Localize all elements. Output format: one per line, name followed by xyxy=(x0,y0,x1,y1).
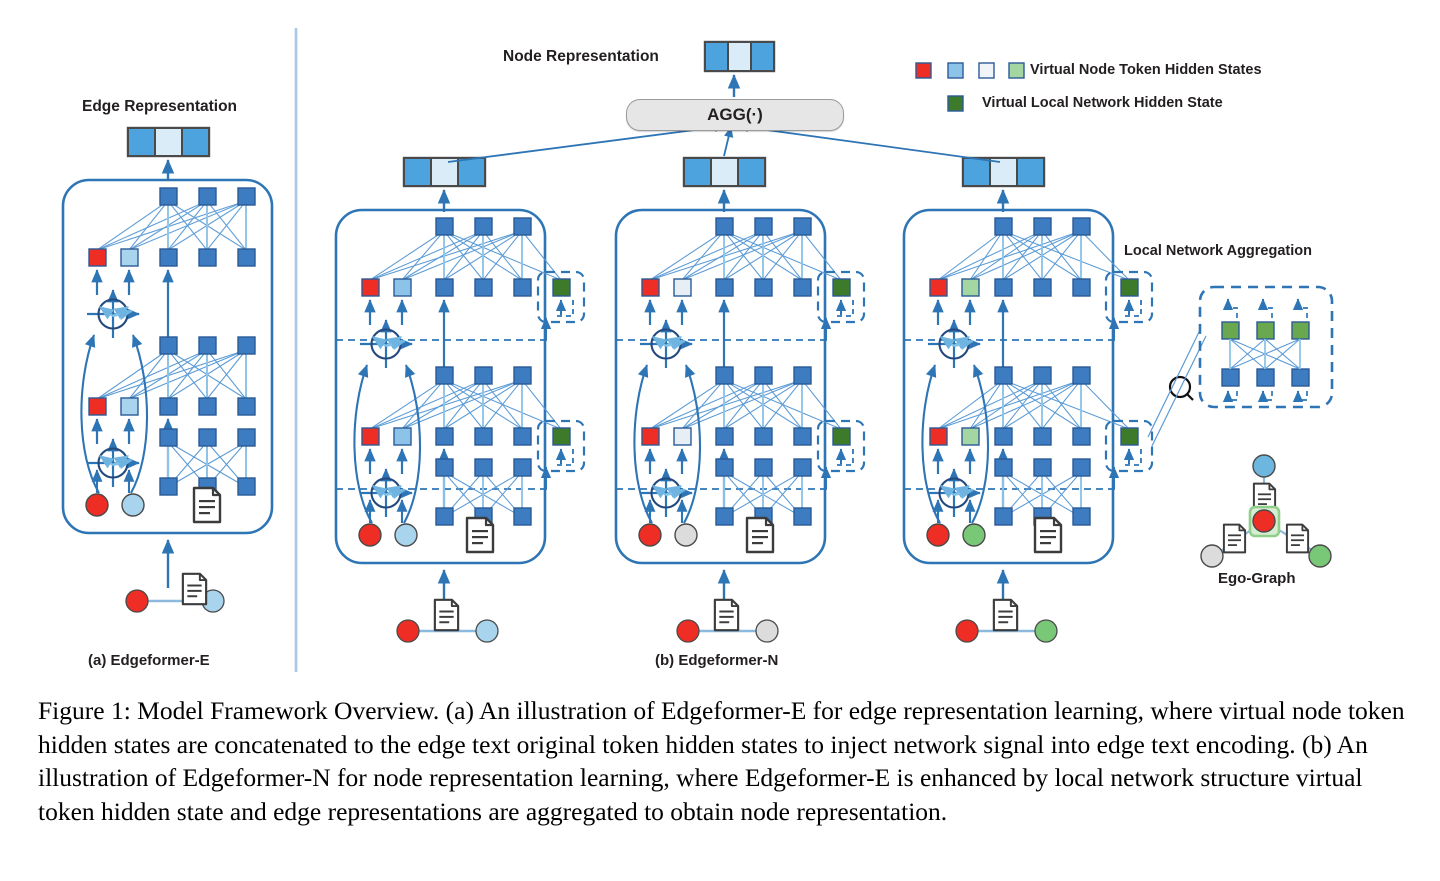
virtual-token-red xyxy=(929,278,948,297)
attention-icon xyxy=(928,469,980,517)
panel-b-column-3 xyxy=(902,156,1154,643)
virtual-token-gray xyxy=(673,278,692,297)
legend-label-local-network: Virtual Local Network Hidden State xyxy=(982,95,1223,111)
source-node-circle xyxy=(85,493,109,517)
virtual-local-network-box-lower xyxy=(816,419,866,489)
legend-swatch-lightblue xyxy=(947,62,964,79)
document-icon xyxy=(192,486,222,524)
virtual-token-red xyxy=(641,278,660,297)
edge-representation-bar xyxy=(961,156,1046,188)
source-node-circle xyxy=(926,523,950,547)
agg-box: AGG(·) xyxy=(626,99,844,131)
edge-representation-bar xyxy=(402,156,487,188)
attention-icon xyxy=(928,320,980,368)
virtual-token-lightblue xyxy=(120,248,139,267)
edge-representation-bar xyxy=(682,156,767,188)
virtual-token-lightblue xyxy=(393,278,412,297)
figure-caption: Figure 1: Model Framework Overview. (a) … xyxy=(38,696,1405,826)
virtual-token-red xyxy=(88,248,107,267)
layer-out-a xyxy=(96,187,256,251)
source-node-circle xyxy=(638,523,662,547)
source-node-circle xyxy=(358,523,382,547)
virtual-local-network-token xyxy=(832,278,851,297)
encoder-box xyxy=(334,208,547,565)
layer2-tokens-a xyxy=(88,248,256,267)
edge-representation-label: Edge Representation xyxy=(82,98,238,115)
attention-icon xyxy=(87,290,139,338)
input-edge-1 xyxy=(396,598,499,643)
input-edge-a xyxy=(125,572,225,613)
input-edge-3 xyxy=(955,598,1058,643)
panel-a-group xyxy=(61,126,274,613)
document-icon xyxy=(1222,523,1247,554)
virtual-token-red xyxy=(361,278,380,297)
virtual-local-network-box-lower xyxy=(536,419,586,489)
encoder-box-a xyxy=(61,178,274,535)
virtual-local-network-token xyxy=(552,278,571,297)
layer1-out-a xyxy=(96,336,256,400)
edge-representation-bar xyxy=(126,126,211,158)
legend-swatch-white xyxy=(978,62,995,79)
panel-a-label: (a) Edgeformer-E xyxy=(88,652,210,669)
attention-icon xyxy=(360,469,412,517)
virtual-local-network-box-upper xyxy=(816,270,866,340)
attention-icon xyxy=(640,320,692,368)
virtual-local-network-box-lower xyxy=(1104,419,1154,489)
ego-graph xyxy=(1200,454,1332,568)
document-icon xyxy=(745,516,775,554)
target-node-circle xyxy=(394,523,418,547)
legend-swatch-darkgreen xyxy=(947,95,964,112)
virtual-local-network-token xyxy=(832,427,851,446)
virtual-token-green xyxy=(961,278,980,297)
node-representation-label: Node Representation xyxy=(503,48,659,65)
ego-neighbor-node xyxy=(1200,544,1224,568)
virtual-local-network-token xyxy=(1120,278,1139,297)
ego-neighbor-node xyxy=(1252,454,1276,478)
panel-b-column-1 xyxy=(334,156,586,643)
attention-icon xyxy=(360,320,412,368)
layer0-a xyxy=(159,428,256,496)
target-node-circle xyxy=(962,523,986,547)
legend-swatches xyxy=(915,62,1025,112)
panel-b-label: (b) Edgeformer-N xyxy=(655,652,779,669)
virtual-local-network-box-upper xyxy=(1104,270,1154,340)
document-icon xyxy=(181,572,208,606)
local-network-aggregation-label: Local Network Aggregation xyxy=(1124,243,1312,259)
encoder-box xyxy=(902,208,1115,565)
virtual-local-network-token xyxy=(1120,427,1139,446)
attention-icon xyxy=(640,469,692,517)
virtual-local-network-box-upper xyxy=(536,270,586,340)
magnifier-icon xyxy=(1168,375,1192,399)
document-icon xyxy=(1285,523,1310,554)
document-icon xyxy=(1033,516,1063,554)
node-representation-bar xyxy=(703,40,776,73)
virtual-local-network-token xyxy=(552,427,571,446)
agg-connectors xyxy=(447,122,1001,163)
document-icon xyxy=(713,598,740,632)
ego-center-node xyxy=(1252,509,1276,533)
legend-swatch-green xyxy=(1008,62,1025,79)
diagram-canvas xyxy=(61,28,1334,672)
ego-neighbor-node xyxy=(1308,544,1332,568)
local-network-aggregation-detail xyxy=(1147,285,1334,447)
layer1-tokens-a xyxy=(88,397,256,416)
panel-b-column-2 xyxy=(614,156,866,643)
local-network-detail-box xyxy=(1198,285,1334,409)
encoder-box xyxy=(614,208,827,565)
attention-icon xyxy=(87,439,139,487)
document-icon xyxy=(465,516,495,554)
target-node-circle xyxy=(121,493,145,517)
target-node-circle xyxy=(674,523,698,547)
legend-swatch-red xyxy=(915,62,932,79)
ego-graph-label: Ego-Graph xyxy=(1218,570,1296,587)
legend-label-node-tokens: Virtual Node Token Hidden States xyxy=(1030,62,1262,78)
document-icon xyxy=(992,598,1019,632)
document-icon xyxy=(433,598,460,632)
input-edge-2 xyxy=(676,598,779,643)
